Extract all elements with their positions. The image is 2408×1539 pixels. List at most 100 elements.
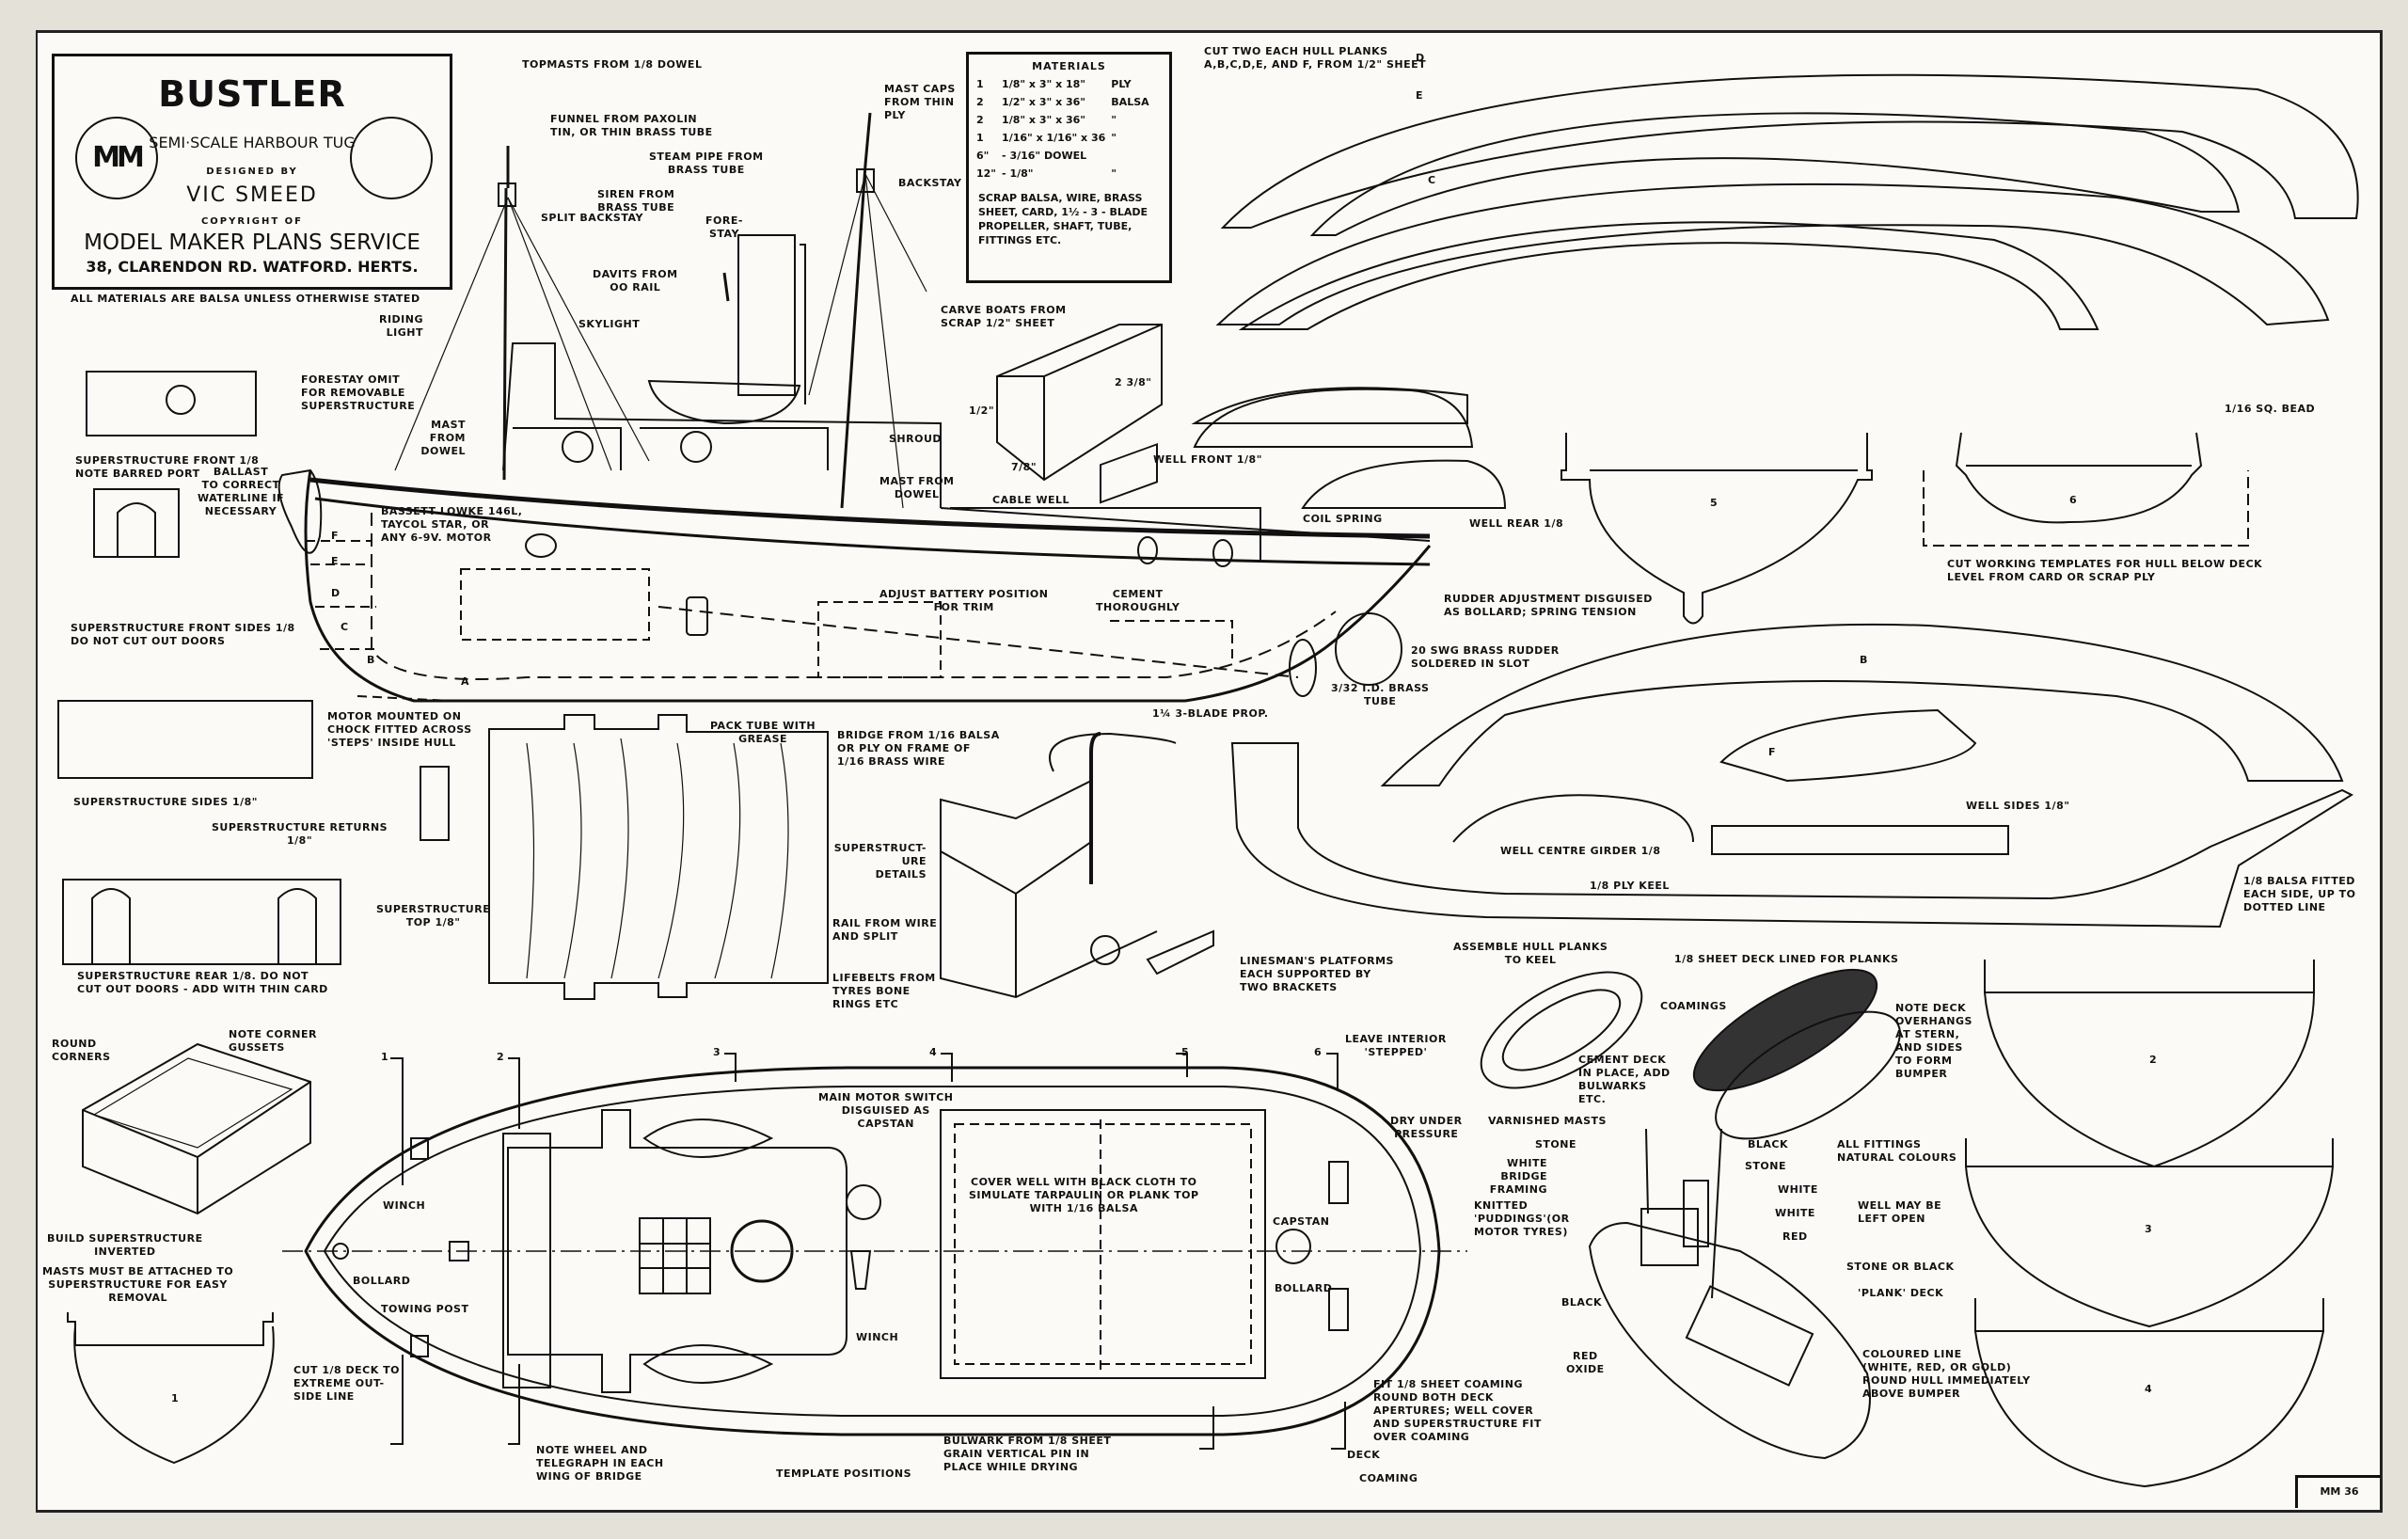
well-centre-girder (1452, 794, 1694, 843)
label-towing-post: TOWING POST (381, 1303, 469, 1315)
label-hull-planks-note: CUT TWO EACH HULL PLANKS A,B,C,D,E, AND … (1204, 45, 1427, 71)
material: PLY (1111, 78, 1132, 90)
funnel-top (730, 1219, 794, 1283)
painted-tug (1588, 1221, 1871, 1460)
skylight-top (639, 1217, 711, 1294)
label-ply-keel: 1/8 PLY KEEL (1590, 880, 1670, 892)
label-rudder-adjustment: RUDDER ADJUSTMENT DISGUISED AS BOLLARD; … (1444, 593, 1653, 618)
dim-width: 7/8" (1011, 461, 1038, 473)
side-elevation (277, 112, 1468, 703)
station-6: 6 (1314, 1046, 1323, 1058)
hull-ring (1480, 971, 1643, 1089)
label-pack-tube: PACK TUBE WITH GREASE (710, 720, 816, 745)
material (1111, 148, 1154, 166)
superstructure-returns-part (420, 766, 450, 841)
label-brass-tube: 3/32 I.D. BRASS TUBE (1331, 682, 1430, 707)
size: - 3/16" DOWEL (1002, 150, 1087, 162)
materials-row: 6" - 3/16" DOWEL (976, 148, 1155, 166)
steam-pipe (800, 244, 806, 405)
deck-plan (282, 1053, 1467, 1450)
plank-e (1309, 112, 2241, 236)
label-riding-light: RIDING LIGHT (378, 313, 423, 339)
mast-cap-aft (856, 168, 875, 193)
label-mast-from-dowel-aft: MAST FROM DOWEL (879, 475, 955, 500)
lifebuoy-2 (680, 431, 712, 463)
label-well-sides: WELL SIDES 1/8" (1966, 800, 2070, 812)
material: " (1111, 132, 1117, 144)
label-capstan: CAPSTAN (1273, 1215, 1330, 1228)
plank-letter-d: D (331, 587, 341, 599)
superstructure (502, 342, 942, 508)
well-opening (940, 1109, 1266, 1379)
label-coamings: COAMINGS (1660, 1000, 1727, 1012)
label-deck: DECK (1347, 1449, 1381, 1461)
well-sides (1711, 825, 2009, 855)
qty: 6" (976, 150, 990, 162)
general-note: ALL MATERIALS ARE BALSA UNLESS OTHERWISE… (71, 293, 420, 305)
label-skylight: SKYLIGHT (578, 318, 641, 330)
label-mast-from-dowel-fore: MAST FROM DOWEL (420, 419, 466, 457)
qty: 2 (976, 114, 984, 126)
label-superstructure-details: SUPERSTRUCT- URE DETAILS (833, 842, 927, 881)
propeller (1289, 639, 1317, 697)
label-mast-caps: MAST CAPS FROM THIN PLY (884, 83, 956, 121)
label-bridge-framing: WHITE BRIDGE FRAMING (1489, 1157, 1547, 1196)
shaft (657, 606, 1299, 678)
deck-sheet (1692, 968, 1878, 1092)
label-backstay: BACKSTAY (898, 177, 962, 189)
template-number-1: 1 (171, 1392, 180, 1404)
label-well-rear: WELL REAR 1/8 (1469, 517, 1564, 530)
battery (817, 601, 1233, 678)
label-leave-stepped: LEAVE INTERIOR 'STEPPED' (1345, 1033, 1447, 1058)
template-6-card (1923, 470, 2249, 547)
plank-b (1380, 623, 2344, 786)
porthole-3 (1212, 539, 1233, 567)
capstan-top (1275, 1229, 1311, 1264)
label-steam-pipe: STEAM PIPE FROM BRASS TUBE (649, 151, 764, 176)
label-wheel: NOTE WHEEL AND TELEGRAPH IN EACH WING OF… (536, 1444, 664, 1483)
label-puddings: KNITTED 'PUDDINGS'(OR MOTOR TYRES) (1474, 1199, 1570, 1238)
label-prop: 1¼ 3-BLADE PROP. (1152, 707, 1269, 720)
plank-letter-b: B (367, 654, 375, 666)
size: 1/8" x 3" x 18" (1002, 78, 1086, 90)
aft-winch-top (849, 1250, 872, 1290)
label-red-oxide: RED OXIDE (1566, 1350, 1605, 1375)
lifeboat (647, 379, 801, 425)
label-cement-deck: CEMENT DECK IN PLACE, ADD BULWARKS ETC. (1578, 1054, 1671, 1105)
bridge-house (513, 427, 829, 470)
plank-lines (306, 540, 452, 702)
plank-letter-e: E (331, 555, 340, 567)
plan-subtitle: SEMI·SCALE HARBOUR TUG (149, 134, 356, 151)
label-deck-overhangs: NOTE DECK OVERHANGS AT STERN, AND SIDES … (1895, 1002, 1972, 1080)
label-superstructure-front: SUPERSTRUCTURE FRONT 1/8 NOTE BARRED POR… (75, 454, 260, 480)
porthole-2 (1137, 536, 1158, 564)
plank-letter-a: A (461, 675, 470, 688)
label-gussets: NOTE CORNER GUSSETS (229, 1028, 317, 1054)
size: 1/8" x 3" x 36" (1002, 114, 1086, 126)
template-number-4: 4 (2145, 1383, 2153, 1395)
plank-label-d: D (1416, 52, 1425, 64)
label-white-1: WHITE (1778, 1183, 1818, 1196)
hull-profile (304, 469, 1432, 703)
template-4 (1974, 1298, 2324, 1488)
label-bollard-fwd: BOLLARD (353, 1275, 411, 1287)
bollard-fwd-top (332, 1243, 349, 1260)
barred-port (166, 385, 196, 415)
label-winch-fwd: WINCH (383, 1199, 426, 1212)
label-rudder: 20 SWG BRASS RUDDER SOLDERED IN SLOT (1411, 644, 1560, 670)
superstructure-box-iso (82, 1042, 311, 1215)
label-rail: RAIL FROM WIRE AND SPLIT (832, 917, 938, 943)
material: " (1111, 167, 1117, 180)
rudder (1335, 612, 1402, 686)
label-davits: DAVITS FROM OO RAIL (593, 268, 678, 294)
coupling (686, 596, 708, 636)
porthole-1 (525, 533, 557, 558)
template-number-3: 3 (2145, 1223, 2153, 1235)
label-winch-aft: WINCH (856, 1331, 899, 1343)
label-bulwark: BULWARK FROM 1/8 SHEET GRAIN VERTICAL PI… (943, 1435, 1112, 1473)
well-front (1193, 388, 1474, 448)
superstructure-rear-part (62, 879, 341, 965)
label-linesman: LINESMAN'S PLATFORMS EACH SUPPORTED BY T… (1240, 955, 1394, 993)
